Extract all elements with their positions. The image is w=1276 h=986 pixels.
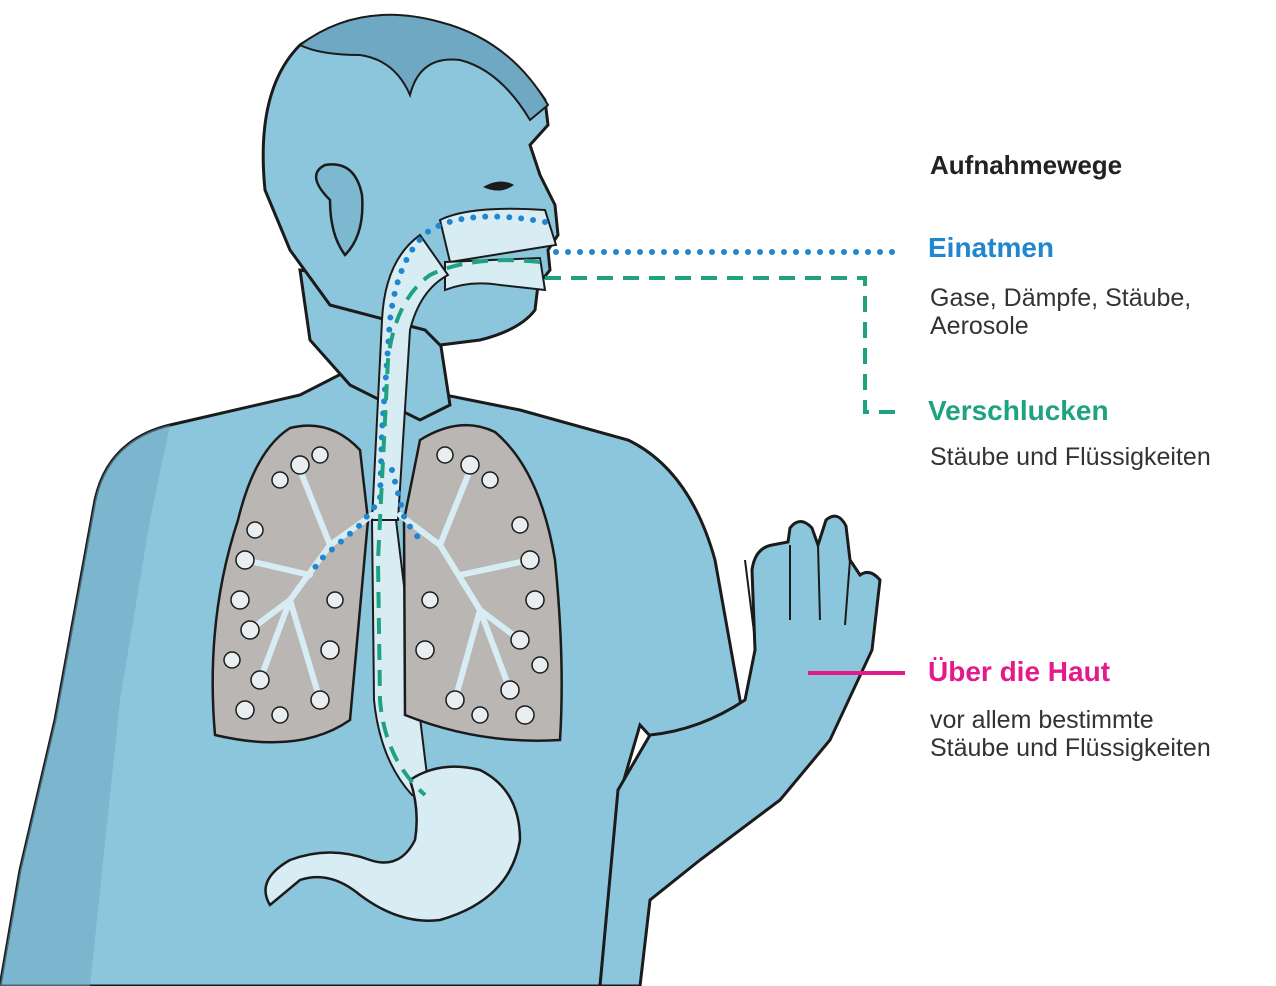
route-skin-description: vor allem bestimmte Stäube und Flüssigke… (930, 706, 1211, 762)
route-inhalation-description: Gase, Dämpfe, Stäube, Aerosole (930, 284, 1191, 340)
diagram-heading: Aufnahmewege (930, 150, 1122, 181)
route-ingestion-title: Verschlucken (928, 395, 1109, 427)
route-skin-title: Über die Haut (928, 656, 1110, 688)
route-ingestion-description: Stäube und Flüssigkeiten (930, 443, 1211, 471)
route-inhalation-title: Einatmen (928, 232, 1054, 264)
